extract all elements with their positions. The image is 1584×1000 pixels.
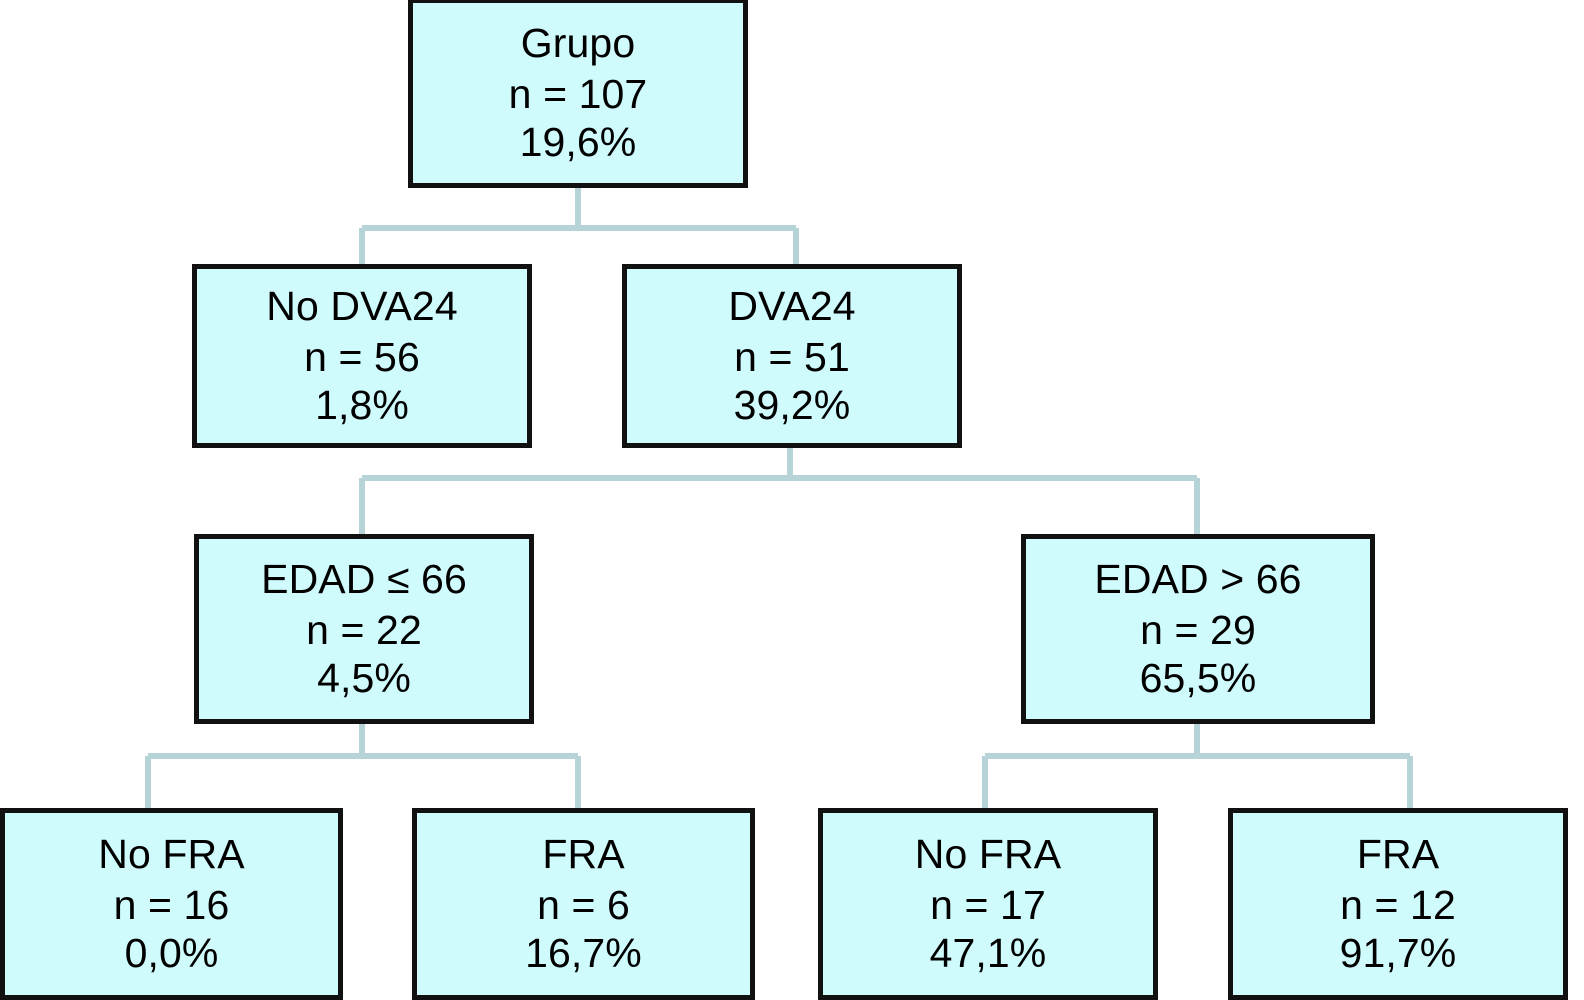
node-title: EDAD ≤ 66 xyxy=(261,555,467,602)
node-percent: 4,5% xyxy=(317,654,411,701)
node-percent: 1,8% xyxy=(315,381,409,428)
node-title: EDAD > 66 xyxy=(1094,555,1302,602)
node-edad-le-66[interactable]: EDAD ≤ 66 n = 22 4,5% xyxy=(194,534,534,724)
node-percent: 19,6% xyxy=(519,118,637,165)
node-title: Grupo xyxy=(520,19,636,66)
edge-edadgt66-to-leaves xyxy=(982,724,1413,808)
node-percent: 16,7% xyxy=(525,929,642,976)
node-count: n = 22 xyxy=(306,607,422,654)
node-count: n = 107 xyxy=(508,71,648,118)
node-leaf-fra-right[interactable]: FRA n = 12 91,7% xyxy=(1228,808,1568,1000)
node-dva24[interactable]: DVA24 n = 51 39,2% xyxy=(622,264,962,448)
edge-root-to-level1 xyxy=(359,188,799,264)
node-count: n = 16 xyxy=(113,882,230,929)
node-leaf-no-fra-right[interactable]: No FRA n = 17 47,1% xyxy=(818,808,1158,1000)
node-percent: 39,2% xyxy=(733,381,851,428)
node-percent: 0,0% xyxy=(124,929,219,976)
node-no-dva24[interactable]: No DVA24 n = 56 1,8% xyxy=(192,264,532,448)
node-edad-gt-66[interactable]: EDAD > 66 n = 29 65,5% xyxy=(1021,534,1375,724)
node-root-grupo[interactable]: Grupo n = 107 19,6% xyxy=(408,0,748,188)
node-count: n = 17 xyxy=(930,882,1046,929)
node-percent: 91,7% xyxy=(1339,929,1457,976)
node-title: DVA24 xyxy=(728,282,856,329)
node-count: n = 29 xyxy=(1140,607,1256,654)
node-count: n = 51 xyxy=(734,334,850,381)
node-leaf-fra-left[interactable]: FRA n = 6 16,7% xyxy=(412,808,755,1000)
node-count: n = 56 xyxy=(304,334,420,381)
edge-dva24-to-level2 xyxy=(359,448,1200,534)
node-title: FRA xyxy=(1356,830,1440,877)
node-count: n = 12 xyxy=(1340,882,1456,929)
node-title: No FRA xyxy=(914,830,1062,877)
edge-edadle66-to-leaves xyxy=(145,724,581,808)
node-count: n = 6 xyxy=(537,882,630,929)
node-leaf-no-fra-left[interactable]: No FRA n = 16 0,0% xyxy=(0,808,343,1000)
node-title: No FRA xyxy=(98,830,245,877)
node-percent: 47,1% xyxy=(929,929,1047,976)
node-title: FRA xyxy=(542,830,625,877)
node-title: No DVA24 xyxy=(266,282,458,329)
node-percent: 65,5% xyxy=(1139,654,1257,701)
